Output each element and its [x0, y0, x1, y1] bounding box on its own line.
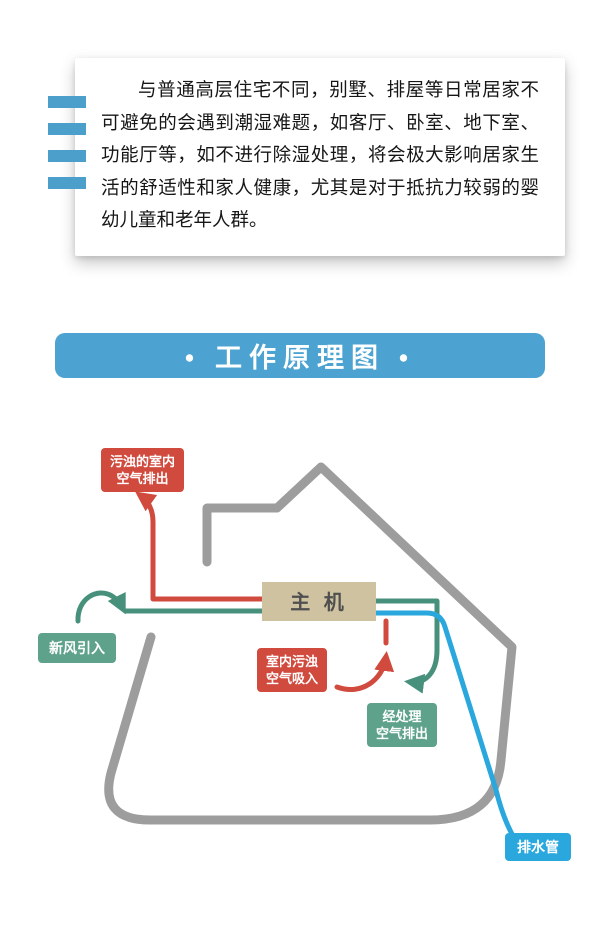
drain-pipe — [369, 610, 519, 844]
principle-banner: • 工作原理图 • — [55, 333, 545, 378]
label-treated-air-out: 经处理 空气排出 — [367, 703, 438, 748]
badge-line: 新风引入 — [49, 640, 105, 656]
badge-line: 室内污浊 — [266, 654, 319, 669]
badge-line: 排水管 — [517, 839, 559, 855]
decor-stripe — [48, 123, 86, 135]
decor-stripe — [48, 150, 86, 162]
label-indoor-air-suction: 室内污浊 空气吸入 — [257, 648, 328, 693]
decor-stripe — [48, 96, 86, 108]
main-unit-box — [262, 582, 376, 621]
badge-line: 空气排出 — [116, 471, 169, 487]
badge-line: 污浊的室内 — [110, 454, 176, 469]
fresh-air-arrow-icon — [75, 590, 126, 624]
suction-arrow-icon — [334, 651, 395, 692]
label-exhaust-out: 污浊的室内 空气排出 — [101, 448, 185, 493]
badge-line: 空气吸入 — [266, 671, 319, 687]
badge-line: 经处理 — [382, 709, 422, 724]
intro-card: 与普通高层住宅不同，别墅、排屋等日常居家不可避免的会遇到潮湿难题，如客厅、卧室、… — [75, 58, 565, 256]
exhaust-pipe — [135, 491, 269, 602]
badge-line: 空气排出 — [376, 726, 429, 742]
decor-stripe — [48, 177, 86, 189]
label-drain-pipe: 排水管 — [505, 833, 571, 862]
banner-title: • 工作原理图 • — [184, 343, 416, 373]
house-outline — [104, 462, 517, 825]
intro-text: 与普通高层住宅不同，别墅、排屋等日常居家不可避免的会遇到潮湿难题，如客厅、卧室、… — [101, 81, 539, 232]
roof-step — [202, 503, 282, 567]
treated-air-pipe — [369, 598, 440, 694]
label-fresh-air-in: 新风引入 — [38, 633, 116, 664]
main-unit-label: 主 机 — [290, 590, 348, 614]
